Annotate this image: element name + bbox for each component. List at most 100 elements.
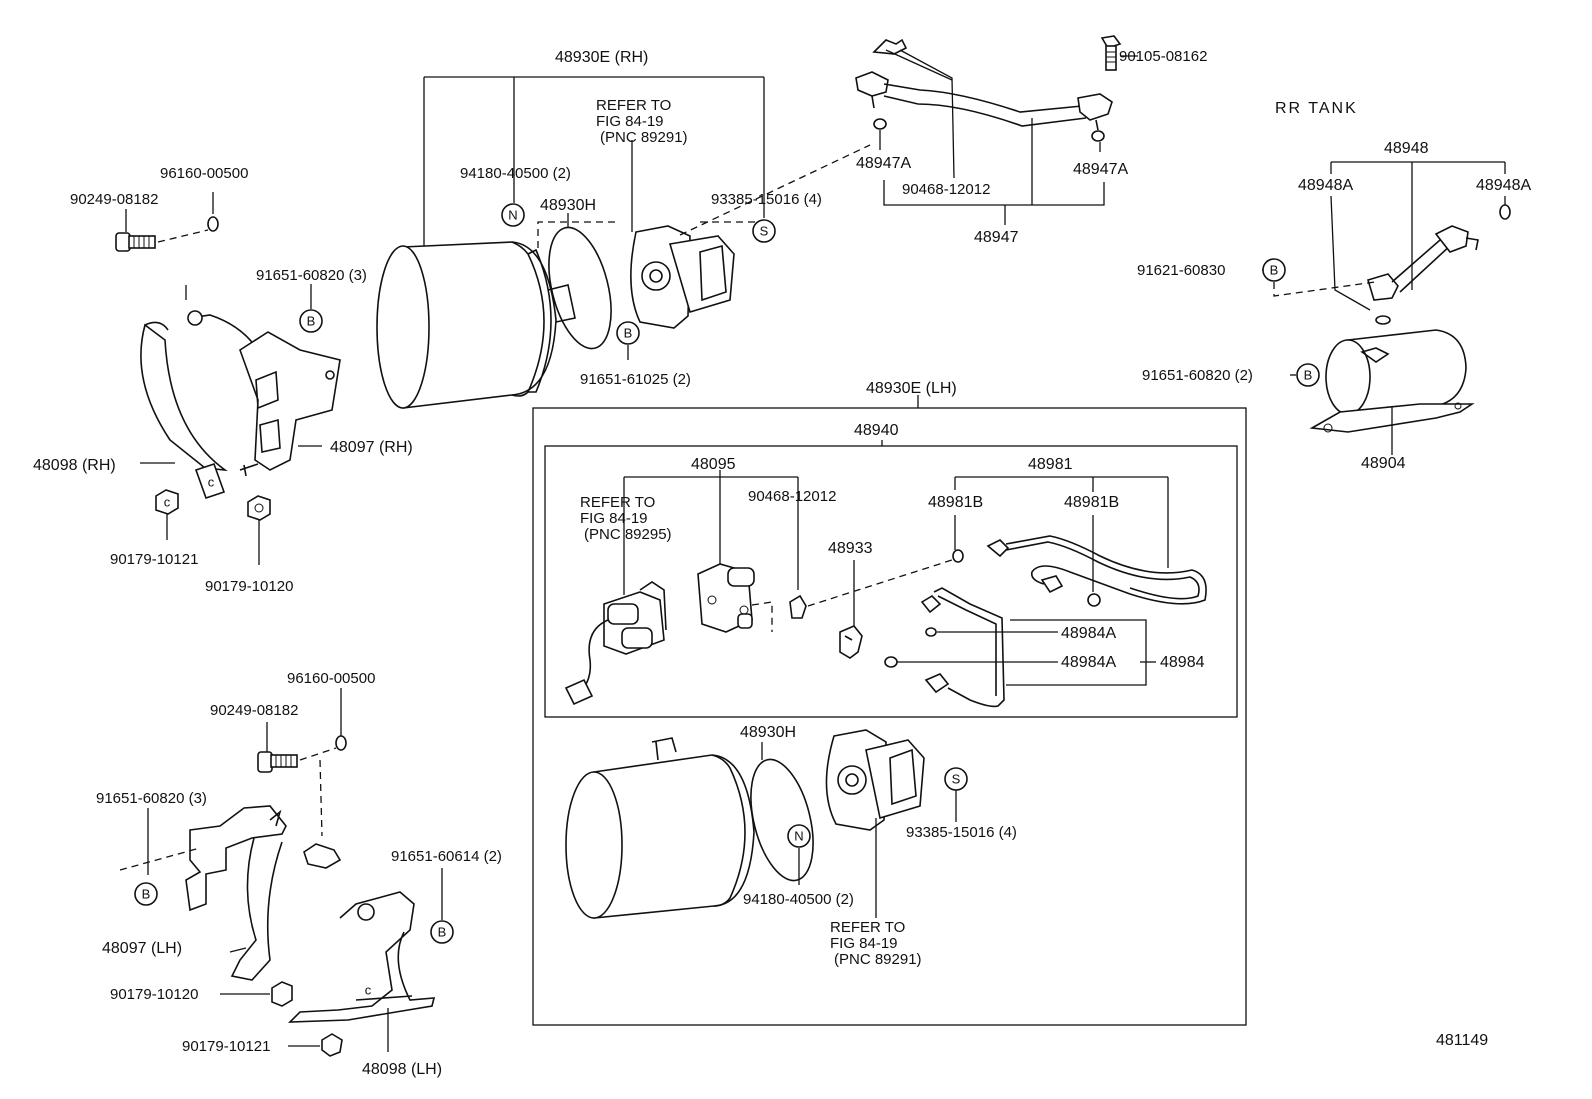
b-symbol-rh-bracket bbox=[299, 309, 323, 333]
label-90249-lh: 90249-08182 bbox=[210, 702, 298, 719]
o-ring-48947a-left bbox=[873, 118, 887, 130]
rh-pressure-switch bbox=[630, 225, 735, 329]
rh-bracket-48097 bbox=[239, 331, 341, 477]
n-symbol-rh bbox=[501, 203, 525, 227]
o-ring-48947a-right bbox=[1091, 130, 1105, 142]
label-96160-lh: 96160-00500 bbox=[287, 670, 375, 687]
label-refer-rh-line1: REFER TO bbox=[596, 97, 671, 114]
label-48981b-right: 48981B bbox=[1064, 494, 1119, 511]
o-ring-48948a-left bbox=[1375, 315, 1391, 325]
solenoid-valve-left bbox=[564, 581, 667, 706]
lh-washer-96160 bbox=[335, 735, 347, 751]
clip-90468-mid bbox=[789, 594, 807, 619]
label-48930e-lh: 48930E (LH) bbox=[866, 380, 957, 397]
lh-pressure-switch bbox=[825, 729, 925, 831]
rr-tank-group: RR TANK B B 48948 48948A bbox=[1137, 100, 1531, 472]
o-ring-48984a-lower bbox=[884, 656, 898, 668]
label-48097-rh: 48097 (RH) bbox=[330, 439, 413, 456]
label-48098-lh: 48098 (LH) bbox=[362, 1061, 442, 1078]
label-48930h-lh: 48930H bbox=[740, 724, 796, 741]
s-symbol-lh bbox=[944, 767, 968, 791]
rh-accumulator-assembly bbox=[376, 76, 871, 409]
label-91621: 91621-60830 bbox=[1137, 262, 1225, 279]
label-refer-mid-line3: (PNC 89295) bbox=[584, 526, 672, 543]
label-48097-lh: 48097 (LH) bbox=[102, 940, 182, 957]
solenoid-valve-right bbox=[697, 563, 755, 633]
label-91651-60614: 91651-60614 (2) bbox=[391, 848, 502, 865]
label-91651-61025: 91651-61025 (2) bbox=[580, 371, 691, 388]
rh-bracket-parts: c c bbox=[115, 192, 341, 565]
label-93385-rh: 93385-15016 (4) bbox=[711, 191, 822, 208]
o-ring-48981b-right bbox=[1087, 593, 1101, 607]
o-ring-48984a-upper bbox=[925, 627, 937, 637]
svg-text:S: S bbox=[952, 772, 961, 787]
b-symbol-rr-pipe bbox=[1262, 258, 1286, 282]
lh-assembly-box: 48930E (LH) 48940 48095 REFER TO FIG 84-… bbox=[532, 380, 1247, 1026]
pipe-48947 bbox=[855, 71, 1113, 131]
rh-symbols: N S B B bbox=[299, 203, 776, 345]
label-90179-10121-lh: 90179-10121 bbox=[182, 1038, 270, 1055]
rh-o-ring-gasket bbox=[548, 226, 612, 350]
rh-washer-96160 bbox=[207, 216, 219, 232]
label-48940: 48940 bbox=[854, 422, 899, 439]
label-48933: 48933 bbox=[828, 540, 873, 557]
b-symbol-lh-bracket bbox=[134, 882, 158, 906]
sensor-line-48984 bbox=[920, 587, 1005, 708]
b-symbol-lh-band bbox=[430, 920, 454, 944]
pipe-48947-group: 90105-08162 48947A 48947A 90468-12012 48… bbox=[855, 35, 1207, 246]
label-48947: 48947 bbox=[974, 229, 1019, 246]
label-91651-60820-lh: 91651-60820 (3) bbox=[96, 790, 207, 807]
rh-bolt-90249 bbox=[115, 232, 156, 252]
rh-nut-90179-10121: c bbox=[155, 489, 179, 515]
lh-bolt-90249 bbox=[257, 751, 298, 773]
lh-sensor-subframe bbox=[544, 445, 1238, 718]
svg-text:B: B bbox=[142, 887, 151, 902]
label-93385-lh: 93385-15016 (4) bbox=[906, 824, 1017, 841]
svg-text:N: N bbox=[508, 208, 517, 223]
label-48904: 48904 bbox=[1361, 455, 1406, 472]
svg-text:c: c bbox=[164, 495, 171, 510]
b-symbol-rr-tank bbox=[1296, 363, 1320, 387]
svg-text:c: c bbox=[208, 475, 215, 490]
lh-assembly-frame bbox=[532, 407, 1247, 1026]
label-rr-tank: RR TANK bbox=[1275, 100, 1358, 117]
label-94180-rh: 94180-40500 (2) bbox=[460, 165, 571, 182]
s-symbol-rh bbox=[752, 219, 776, 243]
lh-nut-90179-10120 bbox=[271, 981, 293, 1007]
label-refer-lh-line3: (PNC 89291) bbox=[834, 951, 922, 968]
rh-band-48098: c bbox=[140, 310, 269, 500]
bolt-90105 bbox=[1100, 35, 1122, 71]
bracket-48933 bbox=[839, 625, 863, 659]
label-48947a-right: 48947A bbox=[1073, 161, 1128, 178]
label-refer-rh-line3: (PNC 89291) bbox=[600, 129, 688, 146]
svg-text:B: B bbox=[1270, 263, 1279, 278]
label-90179-10120-rh: 90179-10120 bbox=[205, 578, 293, 595]
label-90249-rh: 90249-08182 bbox=[70, 191, 158, 208]
svg-text:N: N bbox=[794, 829, 803, 844]
lh-band-48097 bbox=[185, 805, 342, 981]
label-refer-mid-line1: REFER TO bbox=[580, 494, 655, 511]
label-94180-lh: 94180-40500 (2) bbox=[743, 891, 854, 908]
label-48981: 48981 bbox=[1028, 456, 1073, 473]
figure-number: 481149 bbox=[1436, 1032, 1488, 1049]
label-91651-60820-rr: 91651-60820 (2) bbox=[1142, 367, 1253, 384]
lh-o-ring-gasket bbox=[750, 758, 814, 882]
label-90179-10120-lh: 90179-10120 bbox=[110, 986, 198, 1003]
svg-text:B: B bbox=[307, 314, 316, 329]
label-refer-rh-line2: FIG 84-19 bbox=[596, 113, 664, 130]
lh-accumulator-cylinder bbox=[565, 737, 755, 919]
lh-bracket-parts: c B B 96160-00500 90249-08182 91651-6082… bbox=[96, 670, 502, 1078]
sensor-line-48981 bbox=[986, 535, 1207, 605]
label-refer-mid-line2: FIG 84-19 bbox=[580, 510, 648, 527]
o-ring-48948a-right bbox=[1499, 204, 1511, 220]
label-48947a-left: 48947A bbox=[856, 155, 911, 172]
label-48098-rh: 48098 (RH) bbox=[33, 457, 116, 474]
svg-text:c: c bbox=[365, 983, 372, 998]
label-48930e-rh: 48930E (RH) bbox=[555, 49, 648, 66]
label-48948: 48948 bbox=[1384, 140, 1429, 157]
label-96160-rh: 96160-00500 bbox=[160, 165, 248, 182]
svg-text:S: S bbox=[760, 224, 769, 239]
rh-accumulator-cylinder bbox=[376, 241, 576, 409]
